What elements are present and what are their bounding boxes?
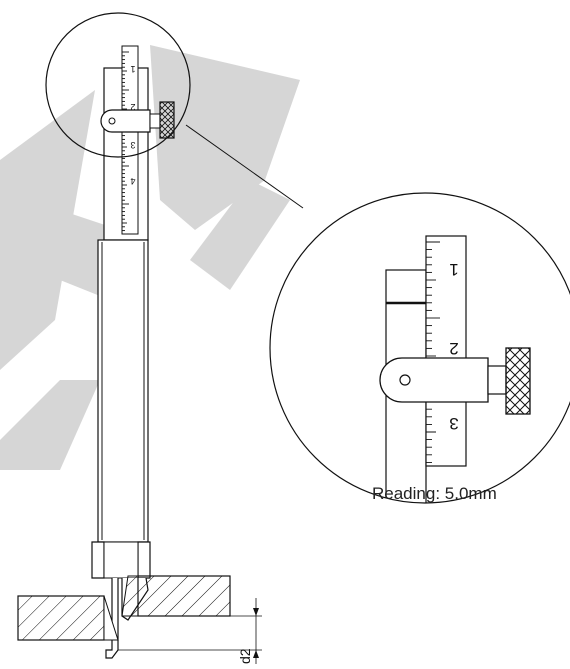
small-scale-number-4: 4 [130,176,135,186]
large-detail-circle [269,192,570,504]
small-scale-number-2: 2 [130,102,135,112]
large-scale-number-2: 2 [449,339,458,358]
small-detail-circle [45,12,191,158]
dimension-label: d2 [237,648,253,664]
dimension-d2: d2 [118,598,262,664]
watermark [0,45,300,470]
reading-label: Reading: 5.0mm [372,484,497,503]
small-scale: 1 2 3 4 [121,45,139,235]
large-detail-content: 1 2 3 [379,235,531,503]
small-scale-number-1: 1 [130,64,135,74]
gauge-foot [91,541,151,659]
large-knurled-knob [505,347,531,415]
leader-line [185,124,304,209]
large-scale-number-1: 1 [449,260,458,279]
large-clamp [379,357,489,403]
small-clamp [100,101,175,139]
gauge-body [97,239,149,543]
workpiece-right [137,575,231,617]
large-scale-number-3: 3 [449,414,458,433]
workpiece-left [17,595,105,641]
small-scale-number-3: 3 [130,140,135,150]
